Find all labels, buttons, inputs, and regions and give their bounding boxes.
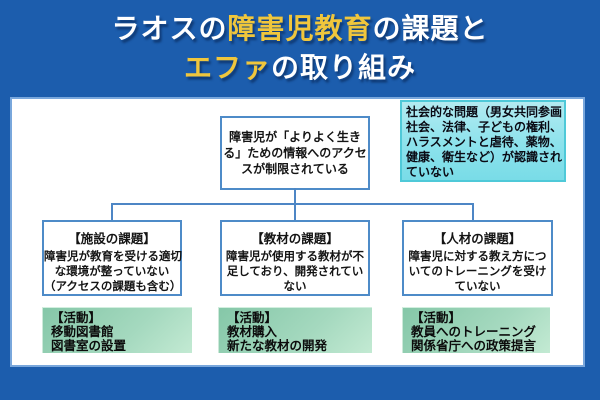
challenge-title: 【施設の課題】 [68,232,156,246]
root-problem-box: 障害児が「よりよく生き る」ための情報へのアクセ スが制限されている [220,116,370,190]
activity-box-personnel: 【活動】 教員へのトレーニング 関係省庁への政策提言 [402,307,550,353]
title-segment: ラオスの [111,13,228,44]
challenge-box-materials: 【教材の課題】 障害児が使用する教材が不 足しており、開発されてい ない [220,220,370,296]
title-segment-highlight: エファ [183,52,271,83]
challenge-title: 【人材の課題】 [433,232,522,246]
page-title: ラオスの障害児教育の課題と エファの取り組み [0,9,600,87]
title-line-1: ラオスの障害児教育の課題と [0,9,600,48]
activity-box-materials: 【活動】 教材購入 新たな教材の開発 [218,307,372,353]
connector-root-vertical [294,188,296,205]
activity-box-facilities: 【活動】 移動図書館 図書室の設置 [42,307,192,353]
connector-drop-left [111,203,113,221]
connector-horizontal [111,203,474,205]
challenge-body: 障害児が使用する教材が不 足しており、開発されてい ない [226,251,364,293]
challenge-title: 【教材の課題】 [251,232,339,246]
title-segment: の取り組み [271,52,417,83]
title-segment-highlight: 障害児教育 [227,13,373,44]
connector-drop-right [472,203,474,221]
connector-drop-middle [294,203,296,221]
challenge-box-facilities: 【施設の課題】 障害児が教育を受ける適切 な環境が整っていない （アクセスの課題… [42,220,182,296]
challenge-body: 障害児が教育を受ける適切 な環境が整っていない （アクセスの課題も含む） [44,251,182,293]
social-issues-note: 社会的な問題（男女共同参画 社会、法律、子どもの権利、 ハラスメントと虐待、薬物… [400,100,566,182]
title-segment: の課題と [372,13,489,44]
challenge-body: 障害児に対する教え方につ いてのトレーニングを受け ていない [408,251,547,293]
challenge-box-personnel: 【人材の課題】 障害児に対する教え方につ いてのトレーニングを受け ていない [402,220,553,296]
title-line-2: エファの取り組み [0,48,600,87]
